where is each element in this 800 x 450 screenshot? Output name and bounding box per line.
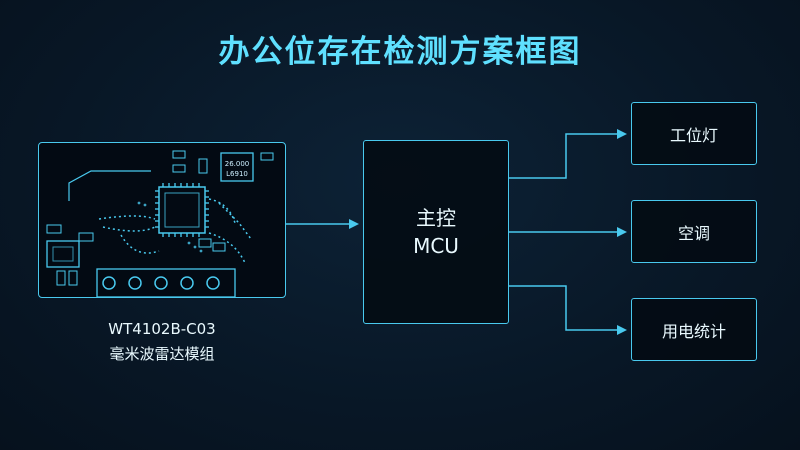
pin-hole (102, 276, 116, 290)
mcu-label-line1: 主控 (416, 206, 456, 230)
radar-module-board: 26.000 L6910 (38, 142, 286, 298)
output-air-conditioner: 空调 (631, 200, 757, 263)
crystal-label-1: 26.000 (225, 160, 250, 168)
module-component (46, 240, 80, 268)
pin-hole (206, 276, 220, 290)
arrow-mcu-to-output-1 (509, 129, 627, 179)
pin-hole (154, 276, 168, 290)
pin-hole (180, 276, 194, 290)
pcb-trace (68, 170, 151, 201)
output-power-statistics: 用电统计 (631, 298, 757, 361)
pcb-illustration: 26.000 L6910 (46, 150, 274, 298)
output-workstation-light: 工位灯 (631, 102, 757, 165)
diagram-title: 办公位存在检测方案框图 (218, 34, 582, 70)
pin-hole (128, 276, 142, 290)
radar-chip (158, 186, 206, 234)
mcu-label-line2: MCU (413, 234, 459, 258)
mcu-block: 主控 MCU (363, 140, 509, 324)
module-name: WT4102B-C03 (108, 320, 216, 338)
arrow-mcu-to-output-3 (509, 285, 627, 335)
crystal-label-2: L6910 (226, 170, 248, 178)
crystal-oscillator (220, 152, 254, 182)
pin-header (96, 268, 236, 298)
module-description: 毫米波雷达模组 (109, 345, 215, 363)
